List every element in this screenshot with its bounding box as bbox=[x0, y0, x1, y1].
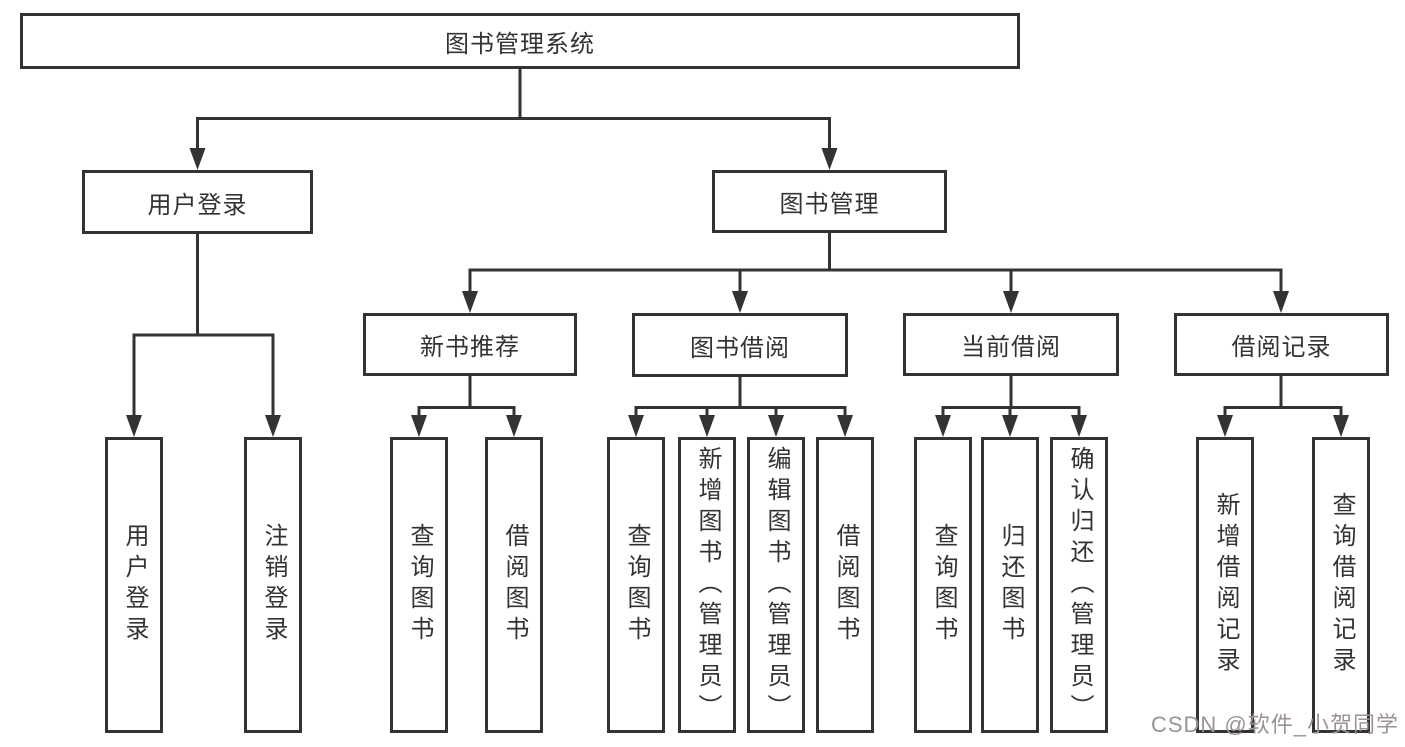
leaf-query-borrow-record: 查询借阅记录 bbox=[1312, 437, 1370, 733]
node-book-borrowing: 图书借阅 bbox=[632, 313, 848, 377]
node-user-login-branch: 用户登录 bbox=[82, 170, 313, 234]
leaf-borrow-books-recommend: 借阅图书 bbox=[485, 437, 543, 733]
node-new-book-recommend: 新书推荐 bbox=[363, 313, 577, 376]
leaf-confirm-return-admin: 确认归还（管理员） bbox=[1050, 437, 1108, 733]
csdn-watermark: CSDN @软件_小贺同学 bbox=[1150, 712, 1399, 737]
leaf-query-books-recommend: 查询图书 bbox=[390, 437, 448, 733]
arrowheads bbox=[126, 148, 1349, 437]
leaf-add-borrow-record: 新增借阅记录 bbox=[1196, 437, 1254, 733]
leaf-add-book-admin: 新增图书（管理员） bbox=[678, 437, 736, 733]
leaf-borrow-books-borrowing: 借阅图书 bbox=[816, 437, 874, 733]
node-library-system: 图书管理系统 bbox=[20, 13, 1020, 69]
leaf-query-books-current: 查询图书 bbox=[914, 437, 972, 733]
leaf-logout: 注销登录 bbox=[244, 437, 302, 733]
node-book-management: 图书管理 bbox=[712, 170, 947, 233]
leaf-query-books-borrowing: 查询图书 bbox=[607, 437, 665, 733]
leaf-user-login: 用户登录 bbox=[105, 437, 163, 733]
node-current-borrowing: 当前借阅 bbox=[903, 313, 1119, 376]
leaf-edit-book-admin: 编辑图书（管理员） bbox=[747, 437, 805, 733]
leaf-return-book: 归还图书 bbox=[981, 437, 1039, 733]
node-borrowing-records: 借阅记录 bbox=[1174, 313, 1389, 376]
